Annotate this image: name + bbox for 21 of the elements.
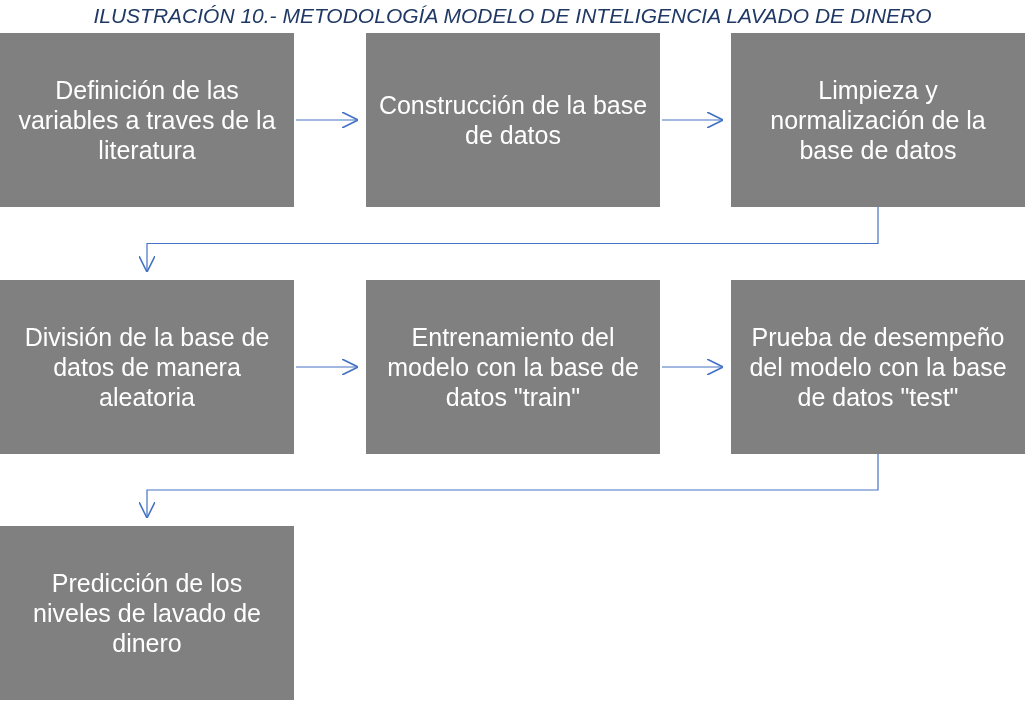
process-box <box>366 33 660 207</box>
process-box <box>731 280 1025 454</box>
step-text: Entrenamiento del modelo con la base de datos "train" <box>386 322 640 412</box>
arrow <box>138 206 879 273</box>
step-text: Predicción de los niveles de lavado de dinero <box>32 568 262 658</box>
step-text: Definición de las variables a traves de la literatura <box>17 75 277 165</box>
step-text: División de la base de datos de manera aleatoria <box>23 322 271 412</box>
process-box <box>0 526 294 700</box>
process-box <box>366 280 660 454</box>
step-text: Prueba de desempeño del modelo con la base de datos "test" <box>748 322 1008 412</box>
arrow <box>661 358 724 376</box>
process-box <box>0 33 294 207</box>
arrow <box>295 358 359 376</box>
arrow <box>295 111 359 129</box>
arrow <box>138 453 879 519</box>
process-box <box>731 33 1025 207</box>
step-text: Construcción de la base de datos <box>377 90 649 150</box>
diagram-title: ILUSTRACIÓN 10.- METODOLOGÍA MODELO DE INTELIGENCIA LAVADO DE DINERO <box>92 4 933 28</box>
arrow <box>661 111 724 129</box>
step-text: Limpieza y normalización de la base de datos <box>769 75 987 165</box>
process-box <box>0 280 294 454</box>
